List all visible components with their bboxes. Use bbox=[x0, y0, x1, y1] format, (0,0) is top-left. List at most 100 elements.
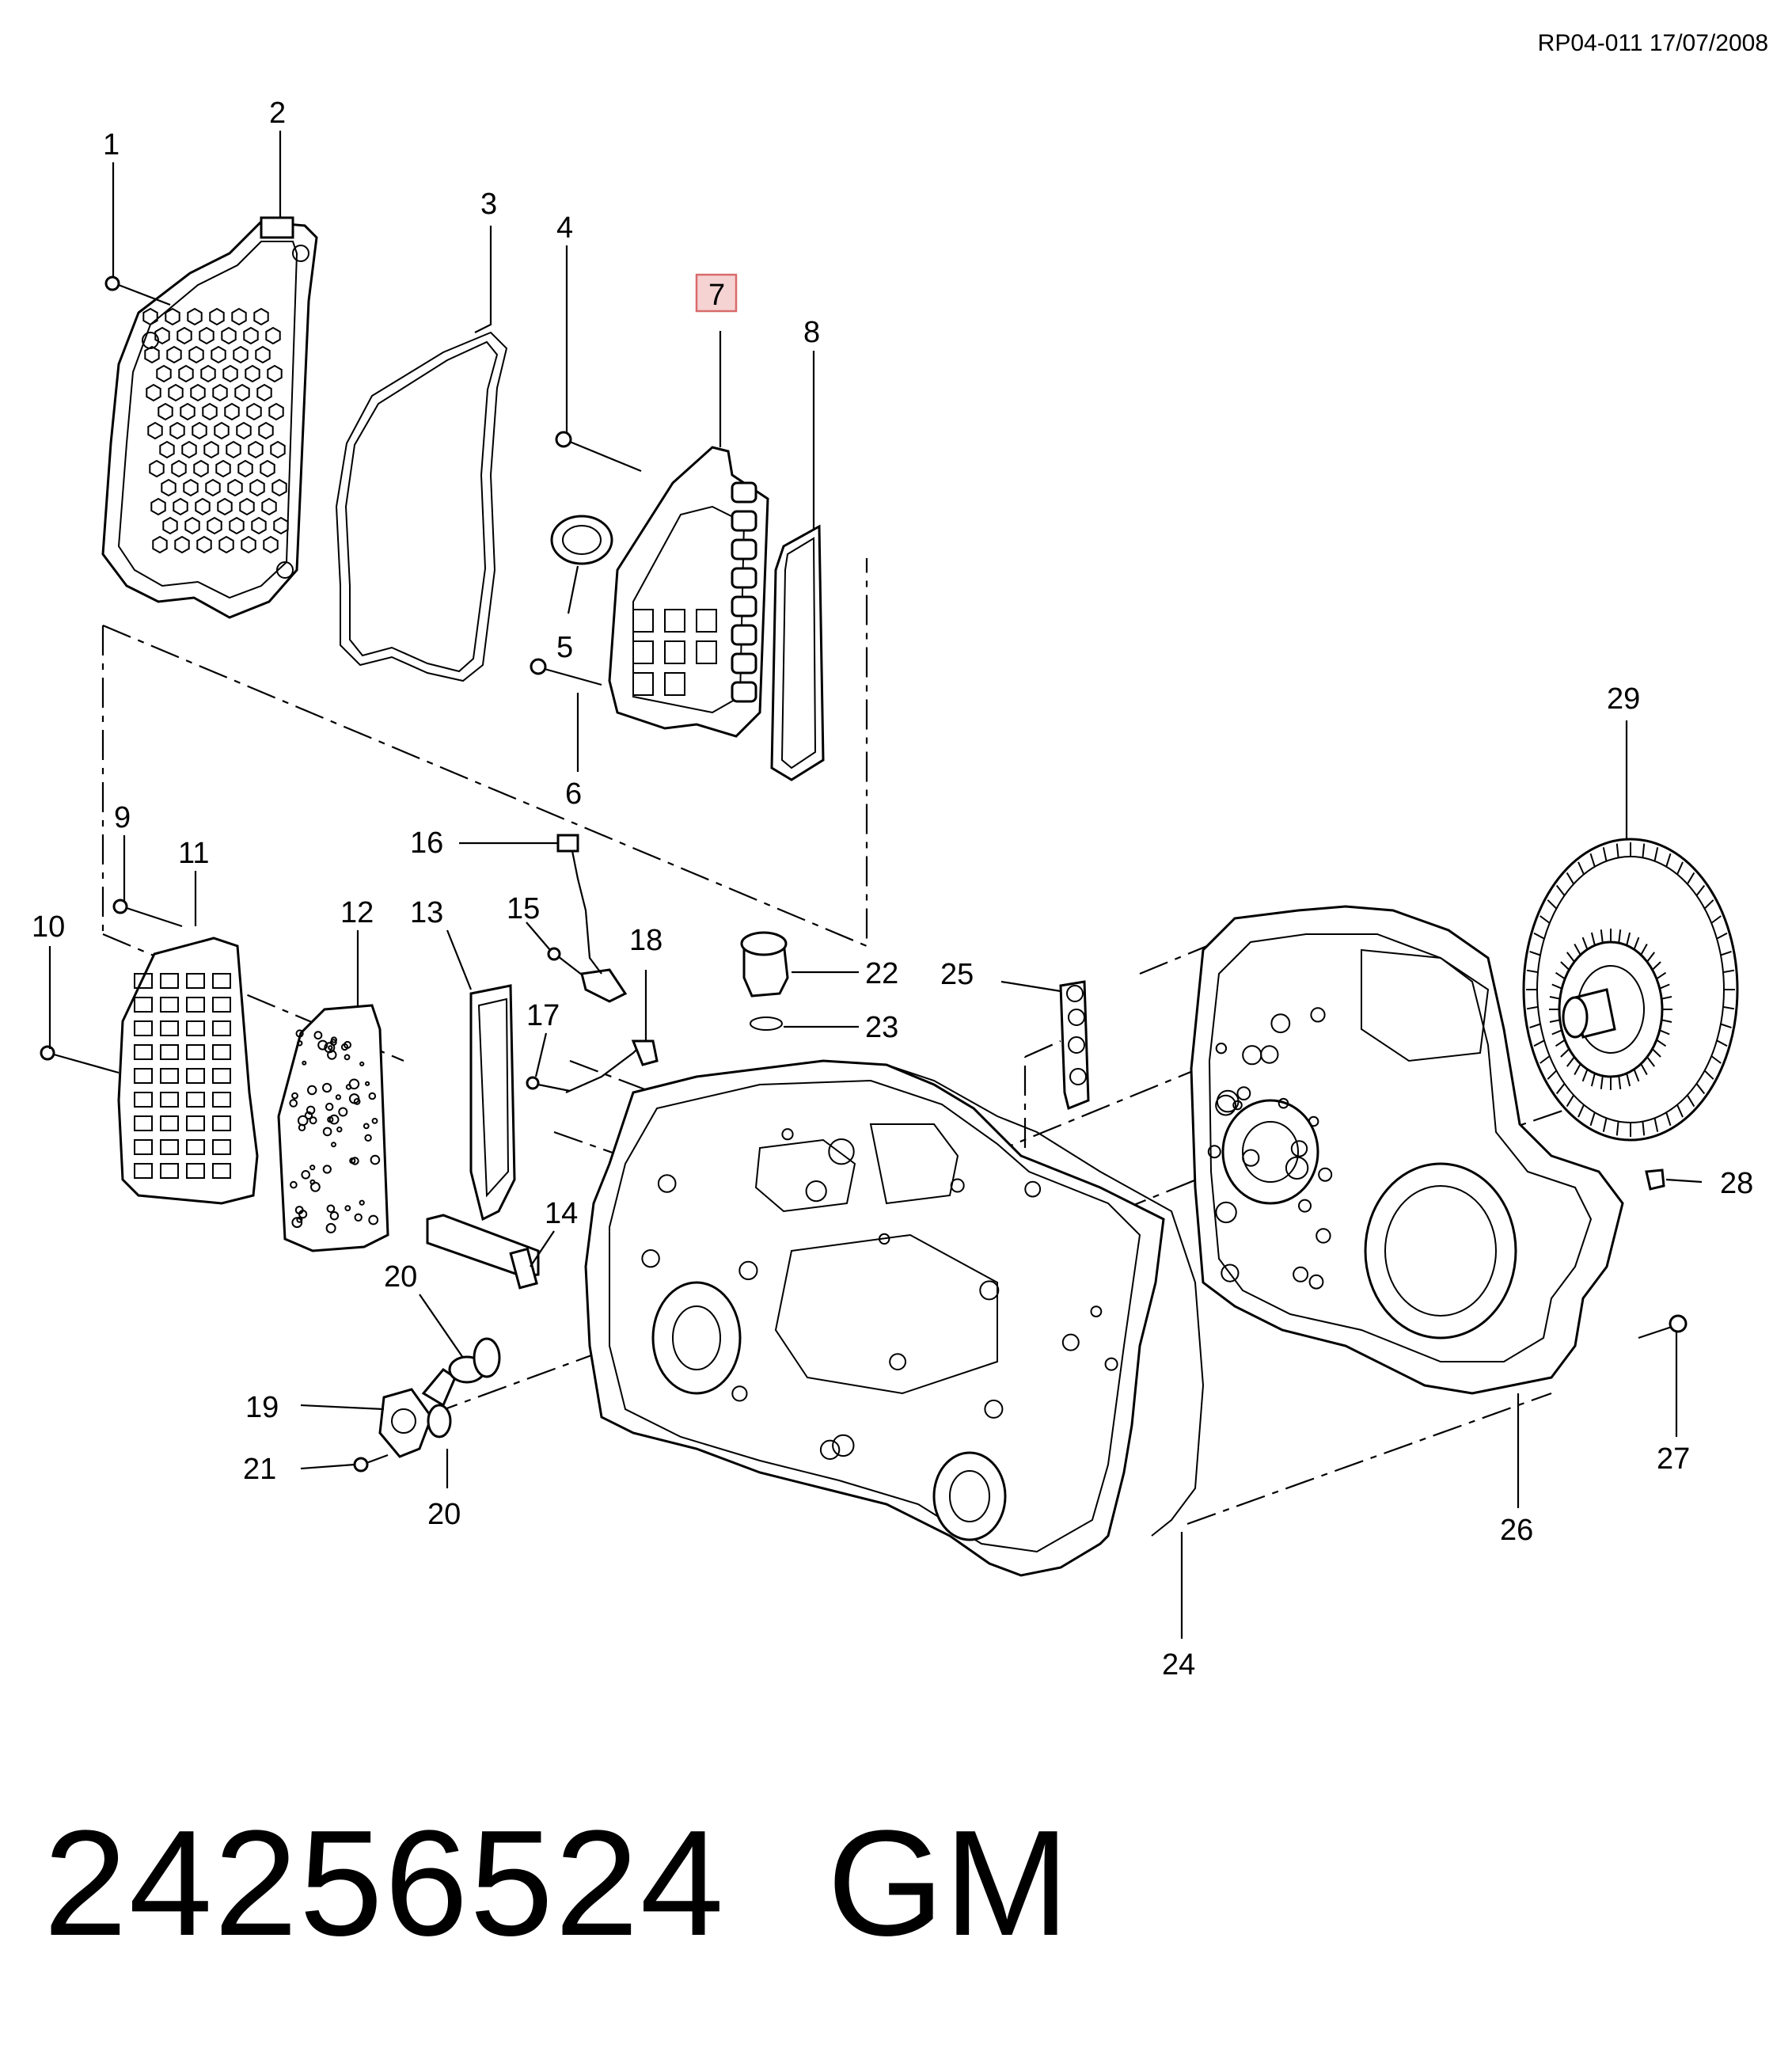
plate-hole bbox=[306, 1105, 316, 1115]
honeycomb-cell bbox=[245, 364, 260, 383]
plate-hole bbox=[365, 1081, 370, 1086]
converter-tooth bbox=[1686, 872, 1695, 885]
converter-tooth bbox=[1653, 847, 1659, 861]
part-8-plate bbox=[770, 524, 825, 781]
honeycomb-cell bbox=[226, 440, 241, 459]
honeycomb-cell bbox=[184, 516, 200, 535]
spline-tooth bbox=[1600, 929, 1604, 944]
leader-lines bbox=[48, 131, 1703, 1639]
plate-hole bbox=[328, 1114, 340, 1125]
channel bbox=[134, 1068, 153, 1084]
plate-hole bbox=[359, 1061, 365, 1067]
case-hole bbox=[1242, 1149, 1260, 1167]
converter-tooth bbox=[1526, 1005, 1539, 1010]
housing-boss bbox=[950, 1178, 965, 1193]
plate-hole bbox=[290, 1180, 298, 1189]
honeycomb-cell bbox=[181, 440, 197, 459]
plate-hole bbox=[368, 1214, 379, 1226]
converter-tooth bbox=[1716, 1039, 1728, 1047]
honeycomb-cell bbox=[231, 307, 247, 326]
converter-tooth bbox=[1703, 899, 1714, 910]
housing-boss bbox=[1090, 1305, 1103, 1317]
converter-tooth bbox=[1615, 843, 1619, 858]
callout-29: 29 bbox=[1607, 682, 1640, 716]
honeycomb-cell bbox=[236, 421, 252, 440]
honeycomb-cell bbox=[258, 421, 274, 440]
part-number: 24256524 bbox=[44, 1799, 726, 1967]
drawing-reference: RP04-011 17/07/2008 bbox=[1537, 30, 1768, 56]
callout-16: 16 bbox=[410, 826, 443, 860]
plate-hole bbox=[371, 1118, 378, 1124]
plate-hole bbox=[328, 1045, 333, 1051]
case-hole bbox=[1270, 1013, 1291, 1034]
channel bbox=[212, 997, 231, 1013]
channel bbox=[186, 1068, 205, 1084]
housing-boss bbox=[805, 1180, 827, 1203]
case-hole bbox=[1260, 1045, 1279, 1064]
honeycomb-cell bbox=[158, 402, 173, 421]
plate-hole bbox=[354, 1213, 363, 1222]
case-hole bbox=[1316, 1228, 1331, 1244]
plate-hole bbox=[353, 1098, 361, 1105]
honeycomb-cell bbox=[171, 459, 187, 478]
callout-14: 14 bbox=[545, 1197, 578, 1230]
plate-hole bbox=[309, 1116, 317, 1125]
part-11-valve-body bbox=[117, 937, 259, 1205]
converter-tooth bbox=[1566, 872, 1575, 885]
brand-label: GM bbox=[827, 1799, 1070, 1967]
channel bbox=[186, 1139, 205, 1155]
honeycomb-cell bbox=[154, 326, 170, 345]
converter-tooth bbox=[1529, 950, 1541, 956]
solenoid-array bbox=[632, 481, 757, 703]
honeycomb-cell bbox=[209, 307, 225, 326]
solenoid bbox=[731, 595, 757, 618]
plate-hole bbox=[327, 1050, 337, 1060]
converter-tooth bbox=[1676, 861, 1684, 875]
callout-25: 25 bbox=[940, 958, 974, 991]
spline-tooth bbox=[1626, 1073, 1631, 1087]
plate-hole bbox=[297, 1040, 303, 1047]
callout-2: 2 bbox=[269, 97, 286, 130]
case-hole bbox=[1308, 1274, 1324, 1290]
callout-12: 12 bbox=[340, 896, 374, 929]
solenoid-body bbox=[696, 609, 717, 633]
honeycomb-cell bbox=[217, 497, 233, 516]
honeycomb-cell bbox=[147, 421, 163, 440]
honeycomb-cell bbox=[180, 402, 196, 421]
spline-tooth bbox=[1646, 952, 1655, 963]
callout-1: 1 bbox=[103, 128, 120, 162]
honeycomb-pattern bbox=[142, 307, 289, 554]
channel bbox=[134, 1044, 153, 1060]
plug-28 bbox=[1645, 1168, 1665, 1191]
converter-tooth bbox=[1695, 1083, 1706, 1095]
converter-tooth bbox=[1716, 932, 1728, 940]
plate-hole bbox=[363, 1123, 370, 1130]
plate-hole bbox=[309, 1165, 316, 1171]
spline-tooth bbox=[1581, 937, 1589, 950]
housing-boss bbox=[731, 1385, 748, 1402]
callout-7: 7 bbox=[708, 279, 725, 312]
converter-tooth bbox=[1533, 1039, 1545, 1047]
plate-hole bbox=[296, 1216, 303, 1223]
solenoid-body bbox=[632, 672, 654, 696]
honeycomb-cell bbox=[253, 307, 269, 326]
honeycomb-cell bbox=[178, 364, 194, 383]
channel bbox=[160, 1115, 179, 1131]
plate-hole bbox=[327, 1116, 334, 1123]
honeycomb-cell bbox=[271, 478, 287, 497]
solenoid-body bbox=[664, 640, 685, 664]
converter-tooth bbox=[1589, 1112, 1596, 1127]
part-17-18-sensor bbox=[526, 1039, 659, 1094]
part-12-spacer-plate bbox=[277, 1004, 389, 1252]
channel bbox=[160, 997, 179, 1013]
plate-hole bbox=[335, 1094, 341, 1100]
converter-tooth bbox=[1540, 1055, 1551, 1064]
honeycomb-cell bbox=[161, 478, 177, 497]
converter-tooth bbox=[1547, 899, 1558, 910]
honeycomb-cell bbox=[166, 345, 182, 364]
part-7-solenoid-body bbox=[608, 446, 769, 738]
spline-tooth bbox=[1651, 1048, 1661, 1058]
case-hole bbox=[1215, 1201, 1237, 1224]
converter-tooth bbox=[1555, 1083, 1566, 1095]
